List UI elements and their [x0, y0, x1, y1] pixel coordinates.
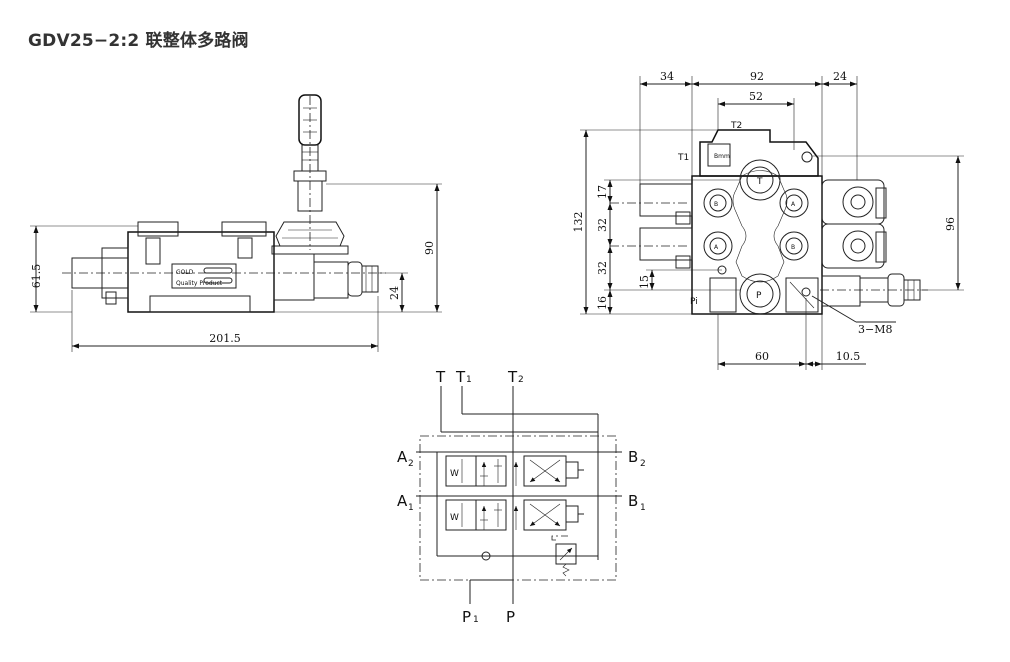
schematic-port-t1: T	[455, 368, 466, 386]
port-p: P	[739, 273, 781, 315]
dim-left-a: 17	[596, 185, 609, 199]
schematic-boundary	[419, 435, 617, 581]
schematic-port-b1: B	[628, 492, 638, 510]
schematic-port-p1-sub: 1	[473, 615, 479, 625]
top-plate	[699, 129, 819, 177]
dim-left-b: 32	[596, 218, 609, 232]
spool-housing-left-top	[639, 183, 693, 217]
callout-3m8: 3−M8	[858, 323, 892, 336]
port-a1: A	[703, 231, 733, 261]
hydraulic-schematic: T T 1 T 2 A 2 B 2 A 1 B 1 P 1 P W	[397, 368, 646, 626]
svg-text:B: B	[791, 244, 795, 251]
nameplate-brand: GOLD	[176, 269, 194, 276]
dim-width: 201.5	[209, 332, 241, 345]
nameplate	[171, 263, 237, 289]
dim-left-d: 16	[596, 296, 609, 310]
schematic-port-a1-sub: 1	[408, 503, 414, 513]
schematic-port-t2-sub: 2	[518, 375, 524, 385]
spool-housing-right-top	[821, 179, 887, 225]
svg-text:P: P	[756, 291, 762, 301]
dim-top-mid: 92	[750, 70, 764, 83]
port-housing-right	[273, 253, 315, 301]
schematic-port-p: P	[506, 608, 515, 626]
side-fitting	[821, 275, 861, 307]
svg-text:A: A	[791, 201, 796, 208]
schematic-port-b1-sub: 1	[640, 503, 646, 513]
svg-text:A: A	[714, 244, 719, 251]
dim-right-total: 96	[944, 217, 957, 231]
port-a2: A	[779, 188, 809, 218]
port-label-t1: T1	[677, 153, 689, 163]
dim-left-height: 61.5	[30, 264, 43, 289]
schematic-port-t2: T	[507, 368, 518, 386]
check-valve	[481, 551, 491, 561]
dim-height: 90	[423, 241, 436, 255]
dim-bottom-left: 60	[755, 350, 769, 363]
svg-text:T: T	[756, 177, 763, 187]
port-label-t2: T2	[730, 121, 742, 131]
svg-text:W: W	[450, 469, 459, 479]
dim-left-c: 32	[596, 261, 609, 275]
spool-section-1: W	[445, 499, 584, 531]
svg-text:Bmm: Bmm	[714, 153, 730, 160]
port-t-top: T	[739, 159, 781, 201]
side-view: GOLD Quality Product 61.5 90 24 201.5	[30, 94, 442, 352]
dim-top-left: 34	[660, 70, 674, 83]
dim-port-offset: 15	[638, 275, 651, 289]
pi-port-block	[709, 277, 737, 313]
relief-block	[785, 277, 819, 313]
svg-text:B: B	[714, 201, 718, 208]
front-view: Bmm T2 T1 T B A A B P	[572, 70, 964, 370]
dim-inner-top: 52	[749, 90, 763, 103]
schematic-port-p1: P	[462, 608, 471, 626]
port-b1: B	[779, 231, 809, 261]
dim-bottom-right: 10.5	[836, 350, 861, 363]
page-title: GDV25−2:2 联整体多路阀	[28, 31, 249, 51]
dim-offset: 24	[388, 286, 401, 300]
dim-left-total: 132	[572, 212, 585, 233]
schematic-port-b2-sub: 2	[640, 459, 646, 469]
schematic-port-t1-sub: 1	[466, 375, 472, 385]
spool-housing-left-bottom	[639, 227, 693, 261]
svg-text:W: W	[450, 513, 459, 523]
schematic-port-a2-sub: 2	[408, 459, 414, 469]
port-b2: B	[703, 188, 733, 218]
schematic-port-b2: B	[628, 448, 638, 466]
nameplate-caption: Quality Product	[176, 280, 223, 287]
dim-top-right: 24	[833, 70, 847, 83]
schematic-port-t: T	[435, 368, 446, 386]
spool-housing-right-bottom	[821, 223, 887, 269]
schematic-port-a1: A	[397, 492, 408, 510]
spool-section-2: W	[445, 455, 584, 487]
port-label-pi: Pi	[690, 297, 698, 307]
schematic-port-a2: A	[397, 448, 408, 466]
